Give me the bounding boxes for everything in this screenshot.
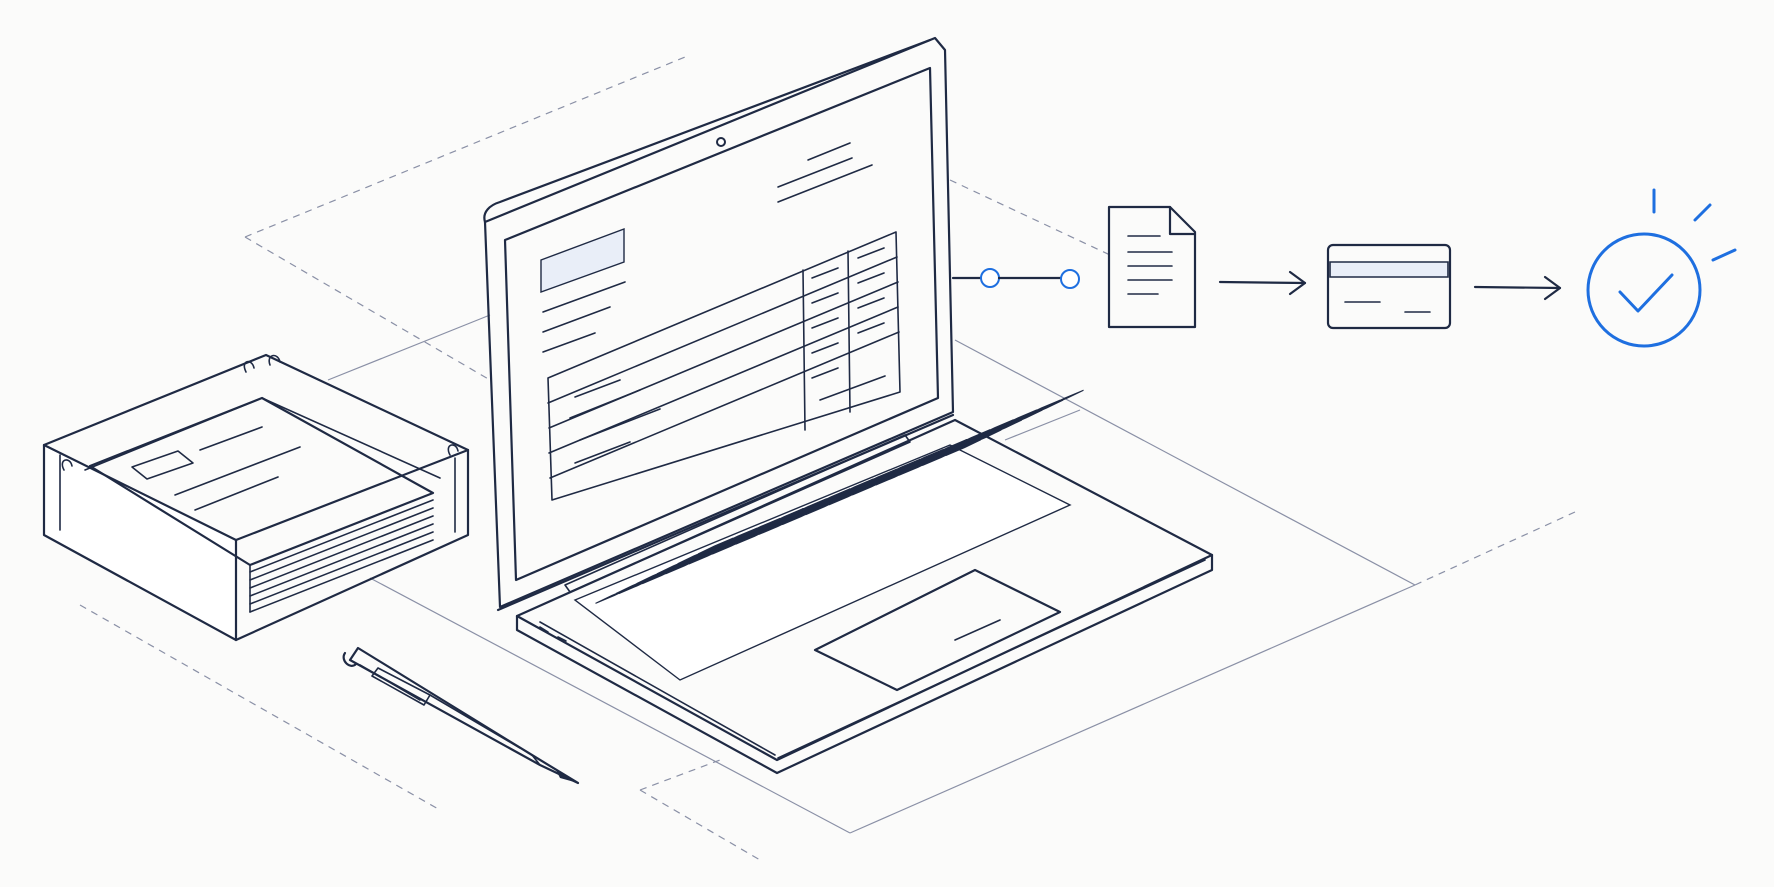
laptop bbox=[483, 36, 1214, 775]
arrow-right-icon bbox=[1473, 275, 1562, 301]
connector-node-end bbox=[1060, 269, 1080, 289]
keyboard-key bbox=[1048, 389, 1084, 407]
arrow-right-icon bbox=[1218, 270, 1307, 296]
laptop-base bbox=[515, 389, 1214, 775]
webcam-dot bbox=[716, 137, 726, 147]
guide-lines bbox=[79, 54, 1576, 861]
laptop-lid bbox=[483, 36, 955, 612]
screen-table bbox=[547, 231, 901, 501]
document-icon bbox=[1107, 205, 1197, 329]
screen-logo-block bbox=[540, 227, 625, 293]
keyboard bbox=[595, 389, 1084, 604]
connector bbox=[951, 268, 1080, 289]
binder-tray bbox=[42, 353, 470, 642]
pen bbox=[342, 646, 580, 785]
check-circle-icon bbox=[1586, 188, 1737, 348]
trackpad bbox=[813, 568, 1062, 692]
laptop-screen bbox=[503, 66, 940, 582]
credit-card-icon bbox=[1326, 243, 1452, 330]
paper-stack bbox=[88, 396, 435, 613]
keyboard-area bbox=[573, 444, 1072, 681]
connector-node-start bbox=[980, 268, 1000, 288]
